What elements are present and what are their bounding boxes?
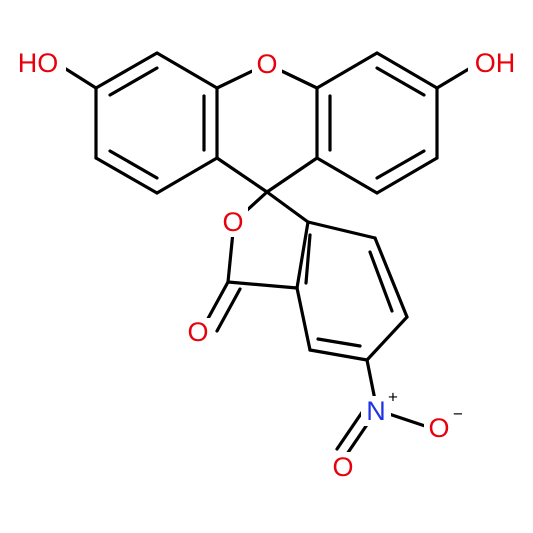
- lactone-oxygen-label: O: [222, 207, 243, 237]
- bond: [373, 236, 409, 319]
- nitro-oxygen-charge: −: [453, 405, 463, 424]
- bond: [108, 149, 159, 180]
- carbonyl-oxygen-label: O: [187, 317, 208, 347]
- nitro-oxygen-double-label: O: [332, 452, 353, 482]
- hydroxyl-right-label: OH: [475, 48, 516, 78]
- bond: [215, 156, 269, 194]
- bond: [375, 156, 439, 195]
- bond: [295, 286, 312, 352]
- bond: [265, 190, 310, 224]
- bond: [94, 156, 159, 195]
- bond: [295, 220, 310, 290]
- bond: [108, 66, 159, 97]
- atom-labels: HO OH O O O N + O − O: [14, 48, 520, 482]
- bond: [265, 156, 319, 194]
- bond: [315, 51, 379, 90]
- bond: [94, 51, 159, 90]
- xanthene-oxygen-label: O: [256, 49, 277, 79]
- bonds: [56, 51, 479, 456]
- bond: [375, 66, 426, 97]
- bond: [375, 149, 426, 180]
- bond: [215, 287, 242, 333]
- bond: [308, 348, 369, 362]
- bond: [315, 156, 379, 195]
- hydroxyl-left-label: HO: [18, 48, 59, 78]
- bond: [155, 51, 219, 90]
- nitro-nitrogen-label: N: [366, 396, 386, 426]
- nitro-oxygen-single-label: O: [428, 413, 449, 443]
- bond: [155, 156, 219, 195]
- bond: [365, 315, 409, 362]
- nitro-nitrogen-charge: +: [388, 388, 398, 407]
- bond: [316, 337, 362, 348]
- bond: [375, 51, 439, 90]
- bond: [368, 250, 394, 313]
- bond: [304, 233, 312, 285]
- bond: [306, 220, 377, 240]
- bond: [203, 280, 230, 326]
- bond: [226, 280, 299, 290]
